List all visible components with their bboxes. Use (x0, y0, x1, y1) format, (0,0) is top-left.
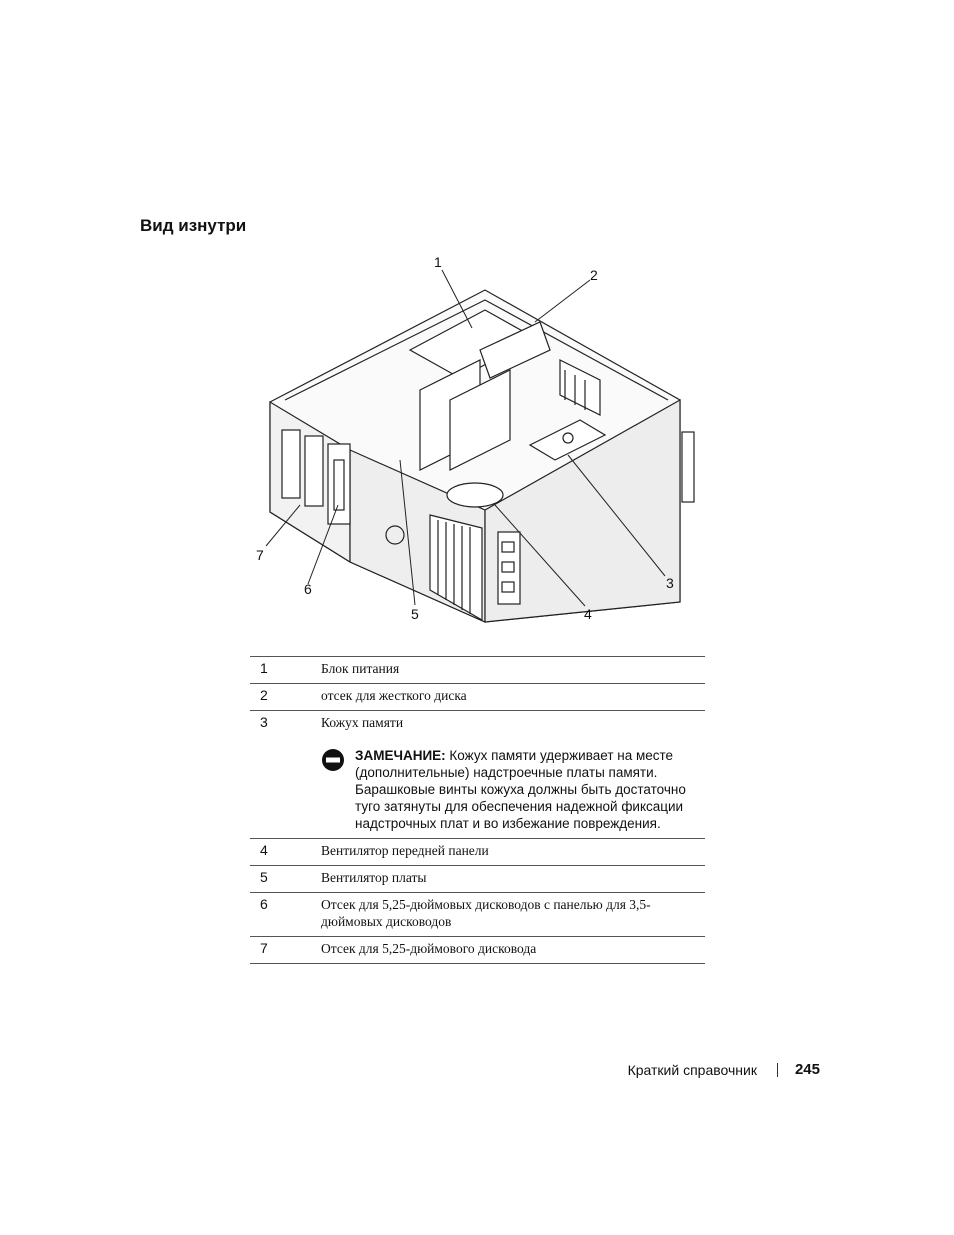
footer-divider (776, 1062, 778, 1077)
table-row: 2 отсек для жесткого диска (250, 683, 705, 711)
callout-4: 4 (584, 606, 592, 622)
footer-book-title: Краткий справочник (627, 1061, 757, 1078)
legend-description: Кожух памяти (321, 715, 404, 730)
notice-body: Кожух памяти удерживает на месте (дополн… (355, 748, 686, 831)
legend-description: Блок питания (321, 656, 705, 684)
callout-2: 2 (590, 267, 598, 283)
notice-text: ЗАМЕЧАНИЕ: Кожух памяти удерживает на ме… (355, 747, 705, 832)
callout-3: 3 (666, 575, 674, 591)
computer-chassis-illustration (265, 269, 695, 623)
table-row: 1 Блок питания (250, 656, 705, 684)
notice-block: ЗАМЕЧАНИЕ: Кожух памяти удерживает на ме… (321, 747, 705, 832)
legend-description: Отсек для 5,25-дюймового дисковода (321, 936, 705, 964)
section-title: Вид изнутри (140, 216, 247, 235)
legend-table: 1 Блок питания 2 отсек для жесткого диск… (250, 656, 705, 964)
legend-description: Вентилятор платы (321, 865, 705, 893)
table-row: 6 Отсек для 5,25-дюймовых дисководов с п… (250, 892, 705, 937)
computer-interior-figure: 1 2 3 4 5 6 7 (250, 250, 710, 640)
table-row: 3 Кожух памяти ЗАМЕЧАНИЕ: Кожух памяти у… (250, 710, 705, 839)
callout-5: 5 (411, 606, 419, 622)
callout-6: 6 (304, 581, 312, 597)
legend-number: 5 (250, 865, 321, 893)
legend-description: Отсек для 5,25-дюймовых дисководов с пан… (321, 892, 705, 937)
table-row: 4 Вентилятор передней панели (250, 838, 705, 866)
legend-number: 1 (250, 656, 321, 684)
legend-number: 7 (250, 936, 321, 964)
table-row: 5 Вентилятор платы (250, 865, 705, 893)
notice-label: ЗАМЕЧАНИЕ: (355, 748, 446, 763)
legend-description: Вентилятор передней панели (321, 838, 705, 866)
page-number: 245 (794, 1061, 820, 1078)
legend-number: 3 (250, 710, 321, 839)
table-row: 7 Отсек для 5,25-дюймового дисковода (250, 936, 705, 964)
callout-7: 7 (256, 547, 264, 563)
notice-icon (322, 749, 344, 771)
legend-cell: Кожух памяти ЗАМЕЧАНИЕ: Кожух памяти уде… (321, 710, 705, 839)
legend-number: 6 (250, 892, 321, 937)
page-footer: Краткий справочник 245 (628, 1061, 820, 1078)
legend-description: отсек для жесткого диска (321, 683, 705, 711)
callout-1: 1 (434, 254, 442, 270)
legend-number: 2 (250, 683, 321, 711)
legend-number: 4 (250, 838, 321, 866)
